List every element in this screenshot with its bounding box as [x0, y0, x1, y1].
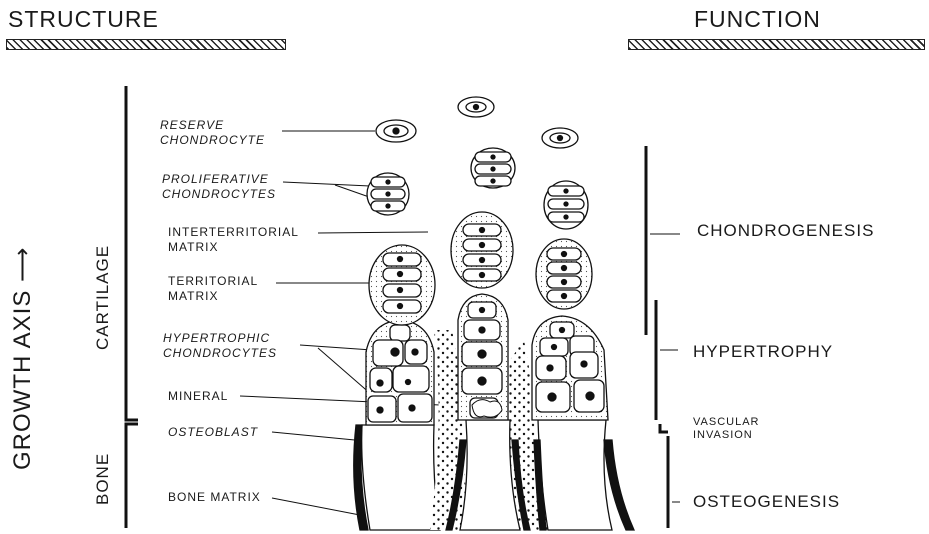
- structure-brackets: [126, 86, 138, 528]
- bone-bracket: [126, 424, 138, 528]
- column-middle: [430, 97, 548, 530]
- column-left: [354, 120, 440, 530]
- vascular-bracket: [660, 424, 668, 432]
- function-brackets: [646, 146, 668, 528]
- cartilage-bracket: [126, 86, 138, 420]
- vascular-invasion-site: [472, 400, 502, 418]
- column-right: [532, 128, 634, 530]
